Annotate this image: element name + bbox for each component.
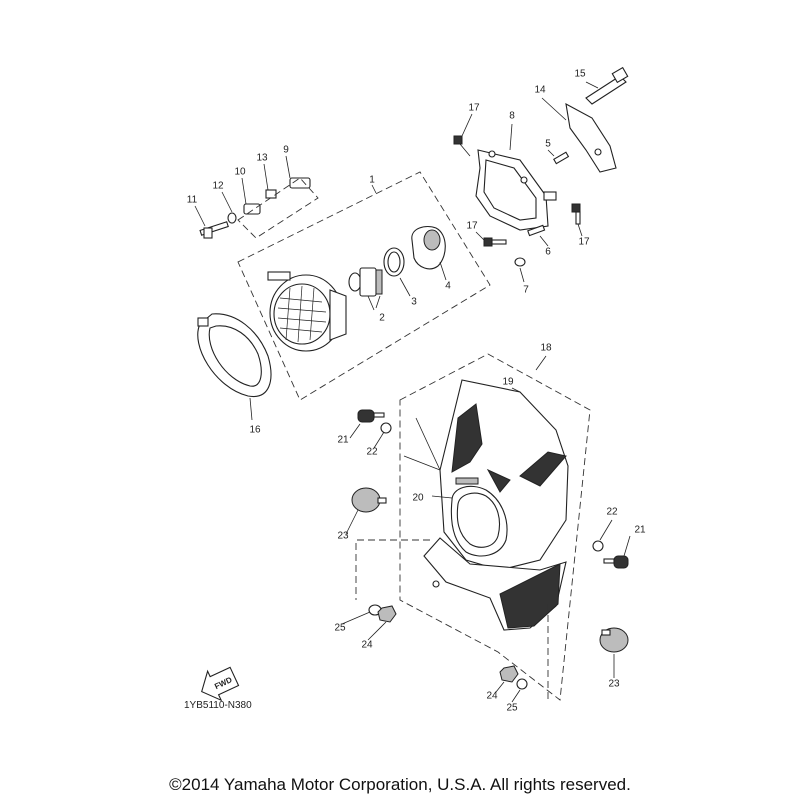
cowling-side-panel <box>423 537 567 631</box>
callout-24-left: 24 <box>361 640 373 651</box>
callout-17-mid: 17 <box>466 221 478 232</box>
washer-12 <box>227 212 237 224</box>
collar-9 <box>289 177 311 189</box>
screw-21-right <box>603 555 629 569</box>
collar-10 <box>243 203 261 215</box>
nut-24-left <box>377 605 397 623</box>
callout-8: 8 <box>509 111 515 122</box>
callout-22-right: 22 <box>606 507 618 518</box>
washer-22-right <box>592 540 604 552</box>
callout-13: 13 <box>256 153 268 164</box>
cable-band-15 <box>585 66 629 105</box>
washer-22-left <box>380 422 392 434</box>
callout-7: 7 <box>523 285 529 296</box>
callout-17-right: 17 <box>578 237 590 248</box>
collar-7 <box>514 257 526 267</box>
leader-lines <box>194 81 631 703</box>
copyright-notice: ©2014 Yamaha Motor Corporation, U.S.A. A… <box>169 775 631 794</box>
screw-21-left <box>357 409 385 423</box>
callout-9: 9 <box>283 145 289 156</box>
callout-23-right: 23 <box>608 679 620 690</box>
rim-ring-16 <box>197 313 272 398</box>
callout-25-left: 25 <box>334 623 346 634</box>
adjuster-hardware <box>199 177 319 239</box>
bracket-plate-14 <box>565 102 617 173</box>
headlight-cowling-19 <box>439 379 569 571</box>
forward-arrow: FWD <box>201 666 240 702</box>
callout-4: 4 <box>445 281 451 292</box>
callout-24-bottom: 24 <box>486 691 498 702</box>
callout-3: 3 <box>411 297 417 308</box>
nut-24-bottom <box>499 665 519 683</box>
headlight-bulb-2 <box>348 267 383 311</box>
spacer-13 <box>265 189 277 199</box>
bolt-17-mid <box>483 237 507 247</box>
cowling-boundary <box>399 353 591 701</box>
bolt-5 <box>553 151 570 165</box>
callout-1: 1 <box>369 175 375 186</box>
callout-15: 15 <box>574 69 586 80</box>
callout-16: 16 <box>249 425 261 436</box>
callout-25-bottom: 25 <box>506 703 518 714</box>
washer-25-bottom <box>516 678 528 690</box>
callout-6: 6 <box>545 247 551 258</box>
diagram-code: 1YB5110-N380 <box>184 700 252 711</box>
bolt-17-top <box>453 135 471 157</box>
bulb-cover-4 <box>411 225 446 270</box>
callout-11: 11 <box>187 195 198 206</box>
callout-17-top: 17 <box>468 103 480 114</box>
callout-20: 20 <box>412 493 424 504</box>
callout-12: 12 <box>212 181 224 192</box>
headlight-assembly-boundary <box>237 171 491 401</box>
adjuster-group-boundary <box>237 177 319 239</box>
bulb-ring-3 <box>383 247 405 277</box>
headlight-bracket-8 <box>475 149 557 231</box>
grommet-23-right <box>599 627 629 653</box>
grommet-23-left <box>351 487 387 513</box>
callout-10: 10 <box>234 167 246 178</box>
fastener-guide-left <box>355 539 430 600</box>
callout-21-right: 21 <box>634 525 646 536</box>
bolt-11 <box>199 221 229 239</box>
callout-2: 2 <box>379 313 385 324</box>
callout-14: 14 <box>534 85 546 96</box>
callout-18: 18 <box>540 343 552 354</box>
callout-21-left: 21 <box>337 435 349 446</box>
callout-19: 19 <box>502 377 514 388</box>
callout-23-left: 23 <box>337 531 349 542</box>
callout-numbers: 1 2 3 4 5 6 7 8 9 10 11 12 13 14 15 16 1… <box>187 69 646 714</box>
bolt-17-right <box>571 203 581 225</box>
callout-5: 5 <box>545 139 551 150</box>
bolt-6 <box>527 224 546 237</box>
callout-22-left: 22 <box>366 447 378 458</box>
headlight-lens-unit <box>267 271 347 352</box>
